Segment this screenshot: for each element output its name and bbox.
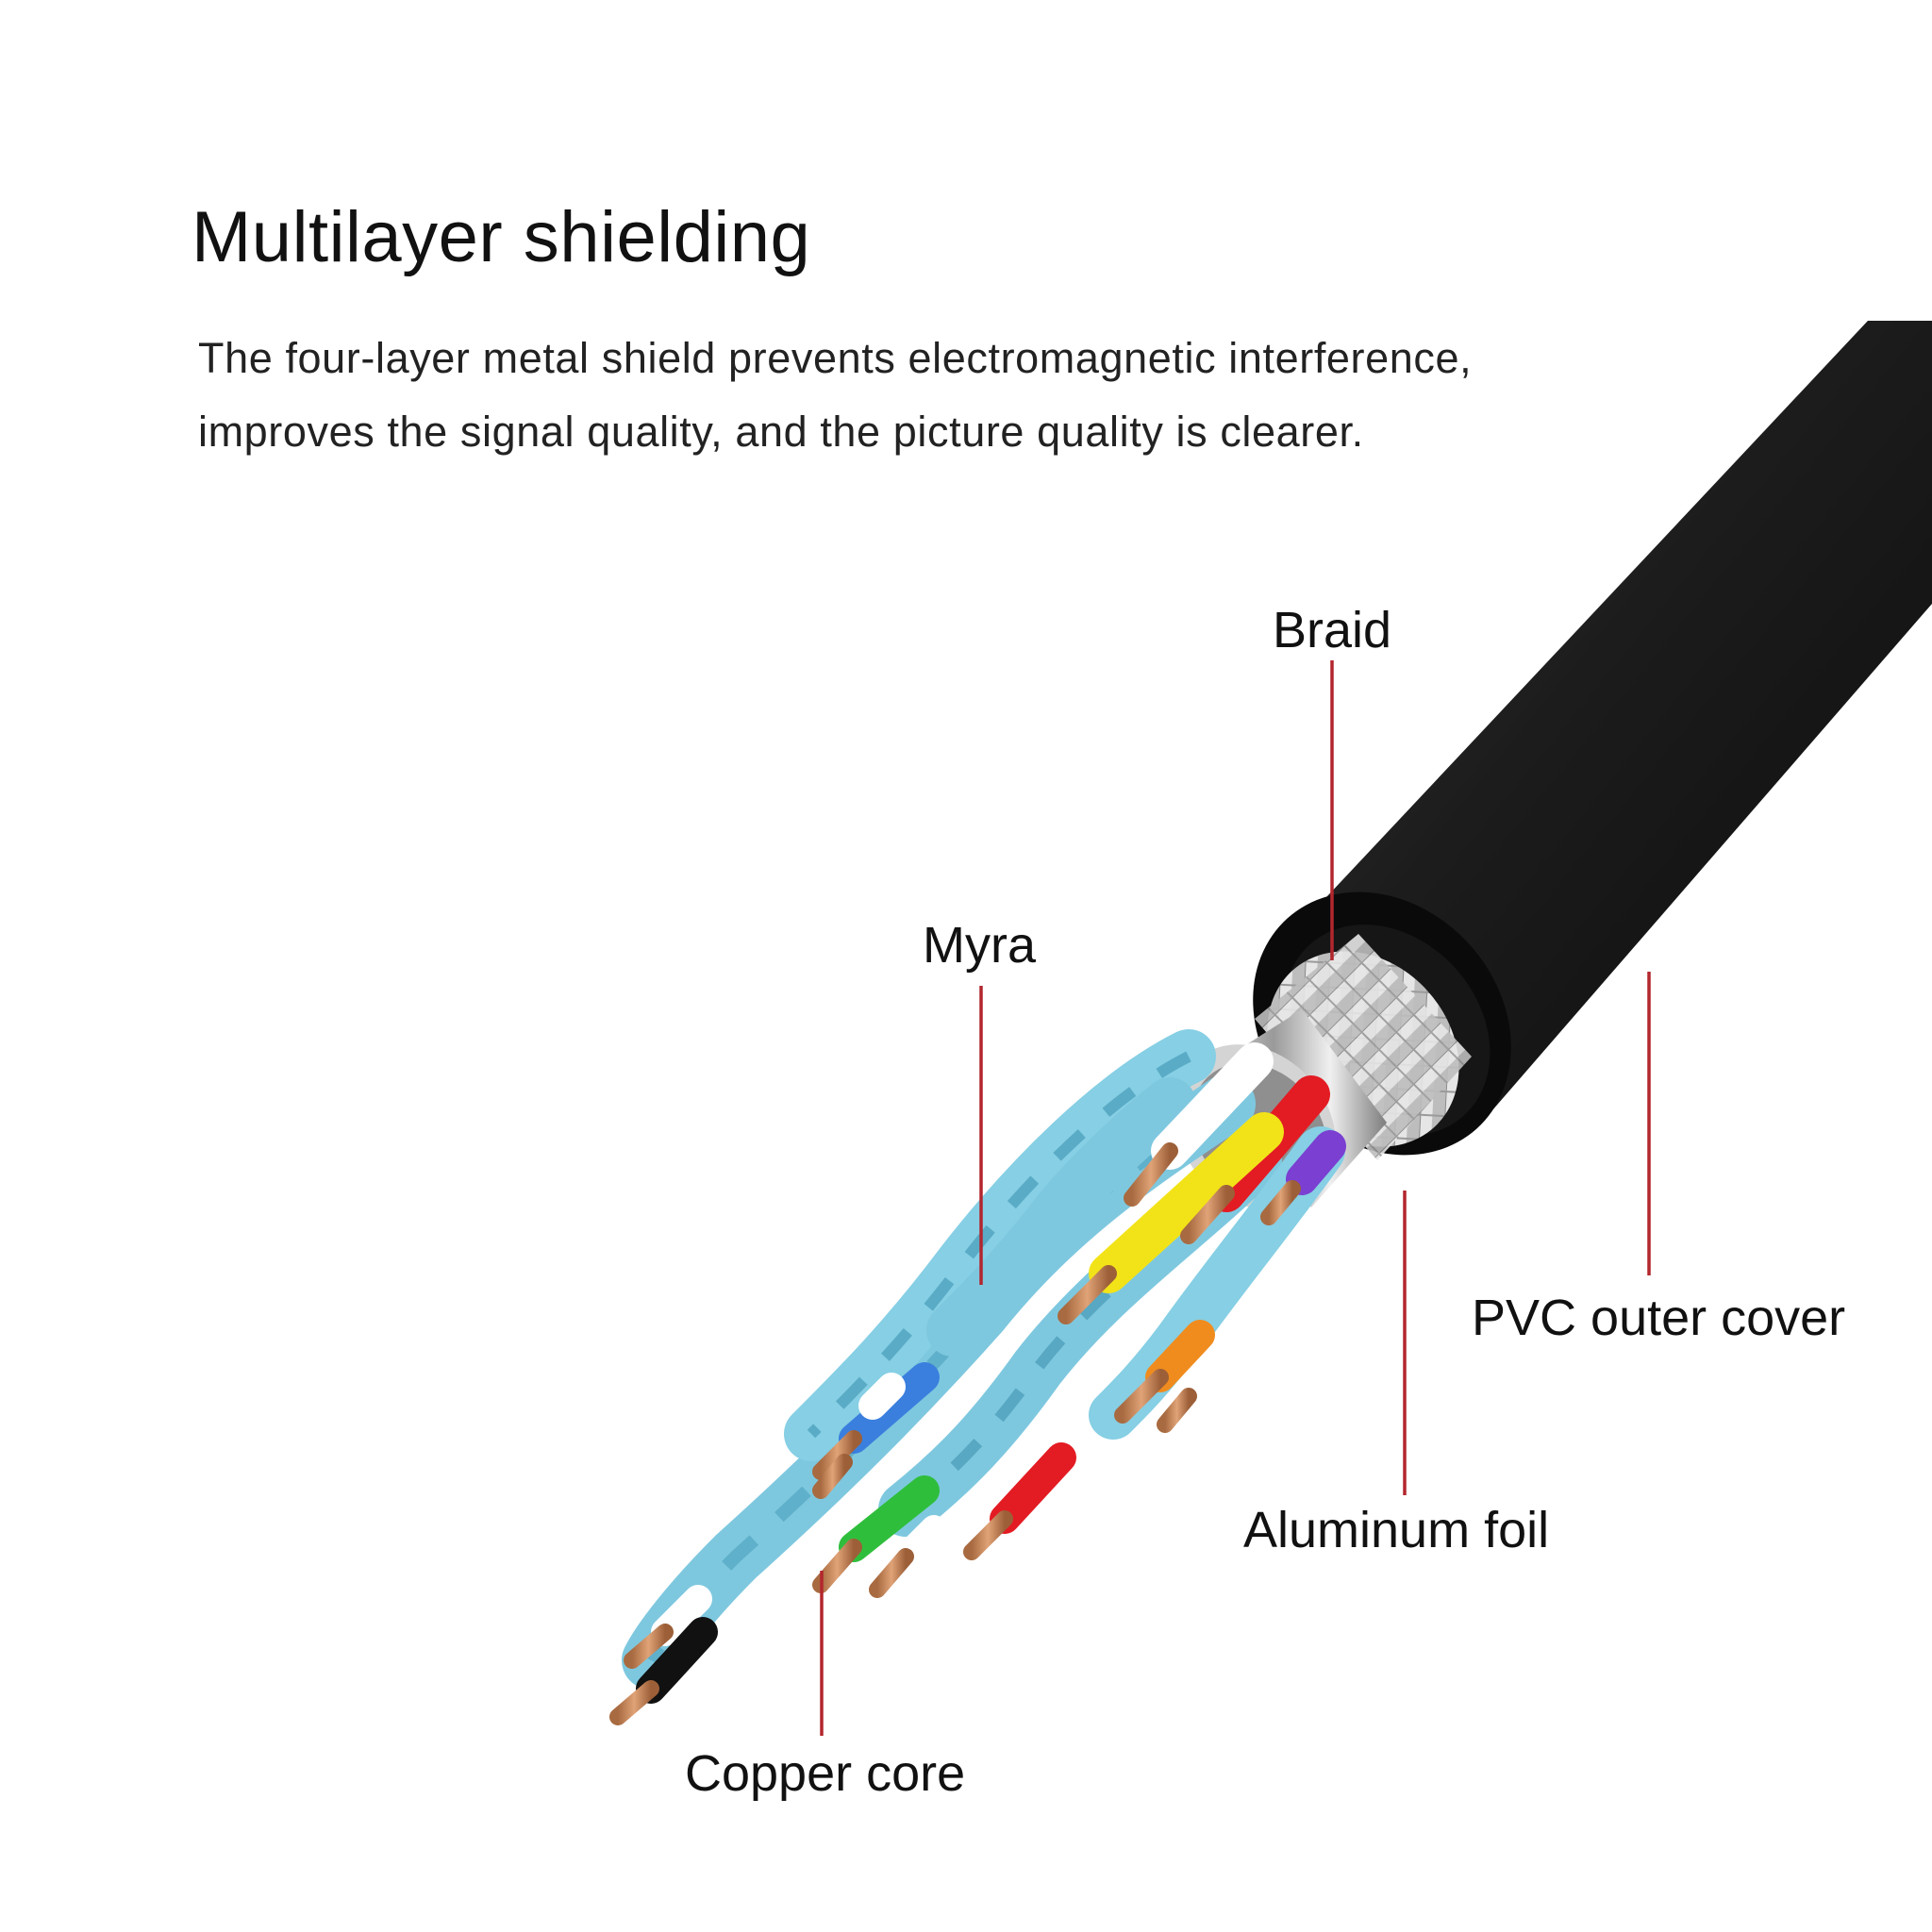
diagram-title: Multilayer shielding bbox=[192, 197, 811, 277]
label-myra: Myra bbox=[923, 917, 1037, 974]
description-line-1: The four-layer metal shield prevents ele… bbox=[198, 334, 1473, 382]
label-pvc-outer-cover: PVC outer cover bbox=[1472, 1290, 1845, 1346]
label-copper-core: Copper core bbox=[685, 1745, 965, 1802]
conductor-wires bbox=[636, 1042, 1346, 1704]
label-aluminum-foil: Aluminum foil bbox=[1243, 1502, 1549, 1558]
copper-cores bbox=[609, 1142, 1301, 1725]
label-braid: Braid bbox=[1273, 602, 1391, 658]
description-line-2: improves the signal quality, and the pic… bbox=[198, 408, 1364, 456]
leader-lines bbox=[820, 660, 1651, 1736]
